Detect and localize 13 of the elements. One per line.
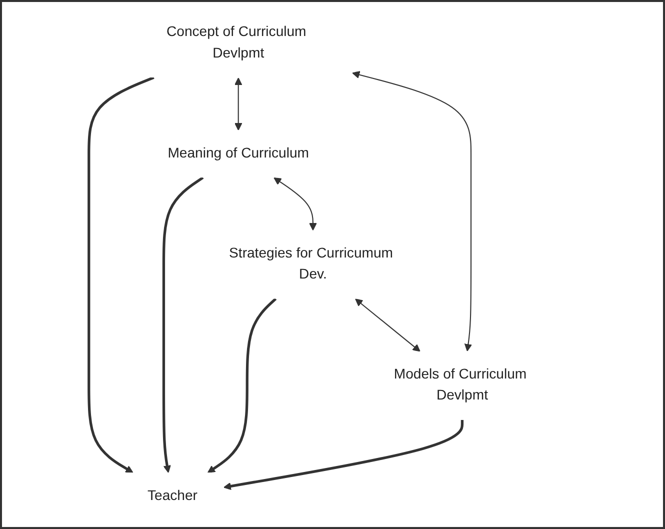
arrow (354, 298, 420, 352)
arrow (352, 71, 472, 352)
node-text: Concept of Curriculum Devlpmt (166, 24, 306, 61)
node-text: Strategies for Curricumum Dev. (228, 246, 393, 282)
arrow (234, 78, 242, 131)
arrow (162, 176, 204, 473)
arrow (87, 76, 154, 473)
arrow (274, 177, 317, 231)
arrow (207, 298, 277, 473)
arrow (223, 420, 464, 490)
node-text: Teacher (147, 488, 198, 504)
node-text: Meaning of Curriculum (168, 146, 309, 161)
node-text: Models of Curriculum Devlpmt (394, 367, 526, 404)
